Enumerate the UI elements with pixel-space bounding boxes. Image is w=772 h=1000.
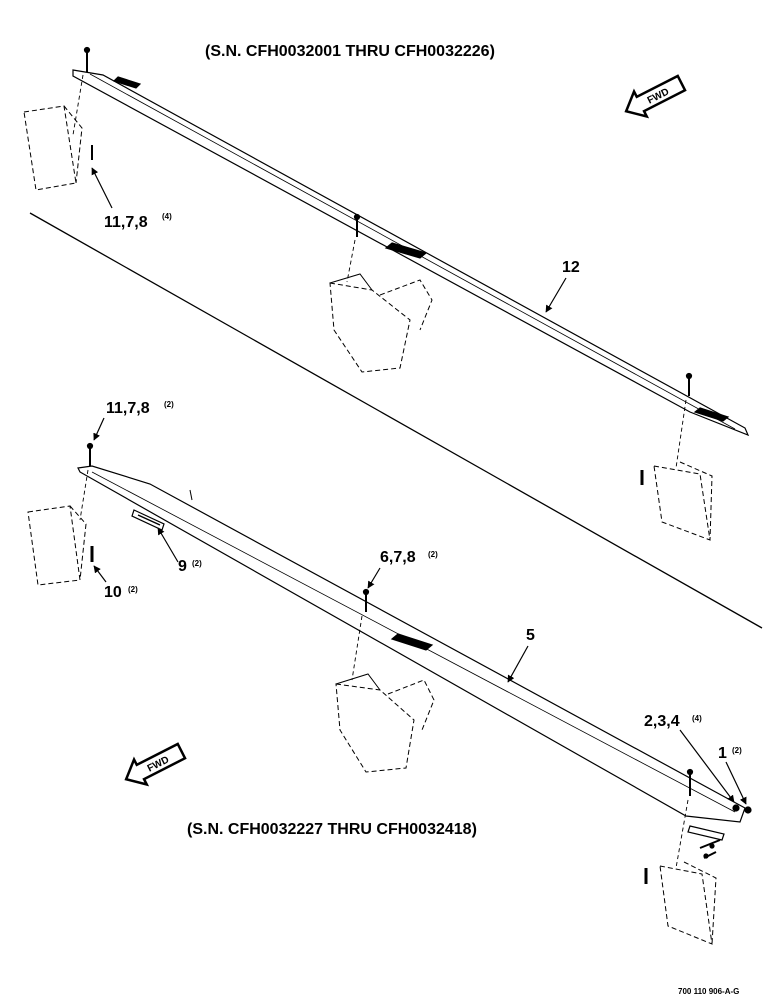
- callout-11-7-8-bottom-qty: (2): [164, 400, 174, 409]
- callout-2-3-4-qty: (4): [692, 714, 702, 723]
- serial-range-top: (S.N. CFH0032001 THRU CFH0032226): [205, 43, 495, 60]
- fwd-arrow-bottom: FWD: [124, 742, 187, 787]
- callout-2-3-4: 2,3,4: [644, 713, 680, 730]
- bottom-rail-assembly: [27, 442, 752, 945]
- callout-10-qty: (2): [128, 585, 138, 594]
- fwd-arrow-top: FWD: [624, 74, 687, 119]
- callout-12: 12: [562, 259, 580, 276]
- top-rail-slot-3: [693, 407, 730, 422]
- top-rail-assembly: [23, 46, 750, 541]
- top-rail-slot-2: [384, 242, 428, 259]
- part-9-pin: [131, 509, 165, 531]
- callout-10: 10: [104, 584, 122, 601]
- drawing-number: 700 110 906-A-G: [678, 987, 739, 996]
- bottom-rail-slot: [390, 633, 434, 651]
- callout-1-qty: (2): [732, 746, 742, 755]
- top-bolt-middle: [353, 213, 361, 237]
- top-bracket-middle: [329, 273, 433, 373]
- bottom-bolt-left: [86, 442, 94, 466]
- callout-1: 1: [718, 745, 727, 762]
- right-end-hardware: [687, 804, 752, 859]
- callout-11-7-8-top-qty: (4): [162, 212, 172, 221]
- callout-6-7-8-qty: (2): [428, 550, 438, 559]
- top-bracket-right: [653, 461, 713, 541]
- bottom-bolt-middle: [362, 588, 370, 612]
- bottom-bolt-right: [686, 768, 694, 796]
- bottom-bracket-middle: [335, 673, 435, 773]
- bottom-bracket-right: [659, 861, 717, 945]
- top-bolt-right: [685, 372, 693, 396]
- callout-6-7-8: 6,7,8: [380, 549, 416, 566]
- section-divider: [29, 212, 763, 629]
- callout-11-7-8-bottom: 11,7,8: [106, 400, 150, 417]
- callout-11-7-8-top: 11,7,8: [104, 214, 148, 231]
- callout-5: 5: [526, 627, 535, 644]
- callout-9: 9: [178, 558, 187, 575]
- top-rail: [72, 69, 750, 437]
- serial-range-bottom: (S.N. CFH0032227 THRU CFH0032418): [187, 821, 477, 838]
- bottom-rail: [77, 465, 746, 823]
- top-bolt-left: [83, 46, 91, 72]
- top-rail-slot-1: [112, 76, 142, 89]
- callout-9-qty: (2): [192, 559, 202, 568]
- top-bracket-left: [23, 105, 83, 191]
- bottom-bracket-left: [27, 505, 87, 586]
